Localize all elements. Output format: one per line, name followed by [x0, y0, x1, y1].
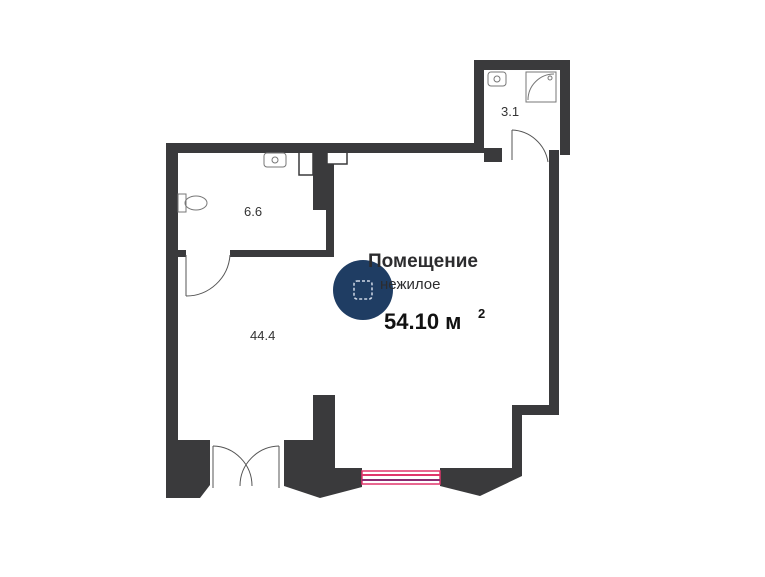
wall-bath-left [474, 60, 484, 153]
shaft-box [326, 150, 348, 165]
window [361, 470, 441, 485]
wall-right [549, 150, 559, 413]
room-label-main: 44.4 [250, 328, 275, 343]
wall-wc-bottom [230, 250, 334, 257]
plan-title: Помещение [368, 251, 478, 272]
wall-right-lower [512, 405, 522, 475]
entry-door-left-swing [212, 445, 253, 487]
bath-sink-icon [487, 71, 507, 87]
entry-door-right-swing [239, 445, 280, 487]
wall-bath-right [560, 60, 570, 155]
wall-bottom-middle [284, 440, 362, 498]
room-label-bath: 3.1 [501, 104, 519, 119]
wall-top-left [166, 143, 475, 153]
wall-bath-bottom-b [466, 148, 502, 153]
plan-subtitle: нежилое [380, 276, 440, 293]
plan-area: 54.10 м [384, 309, 461, 334]
wall-left [166, 143, 178, 498]
bath-door-swing [511, 129, 549, 163]
shaft-box-2 [298, 150, 314, 176]
wc-door-swing [185, 254, 231, 297]
wall-bottom-right [440, 468, 522, 496]
plan-area-unit-sup: 2 [478, 306, 485, 321]
toilet-icon [177, 193, 208, 213]
shaft [313, 150, 327, 210]
wall-bath-top [474, 60, 570, 70]
shower-icon [525, 71, 557, 103]
logo-icon [353, 280, 373, 300]
logo-badge [333, 260, 393, 320]
wall-bottom-left [166, 440, 210, 498]
sink-icon [263, 152, 287, 168]
wall-wc-right [326, 164, 334, 257]
wall-right-step [512, 405, 559, 415]
room-label-wc: 6.6 [244, 204, 262, 219]
wall-wc-bottom-stub [176, 250, 186, 257]
